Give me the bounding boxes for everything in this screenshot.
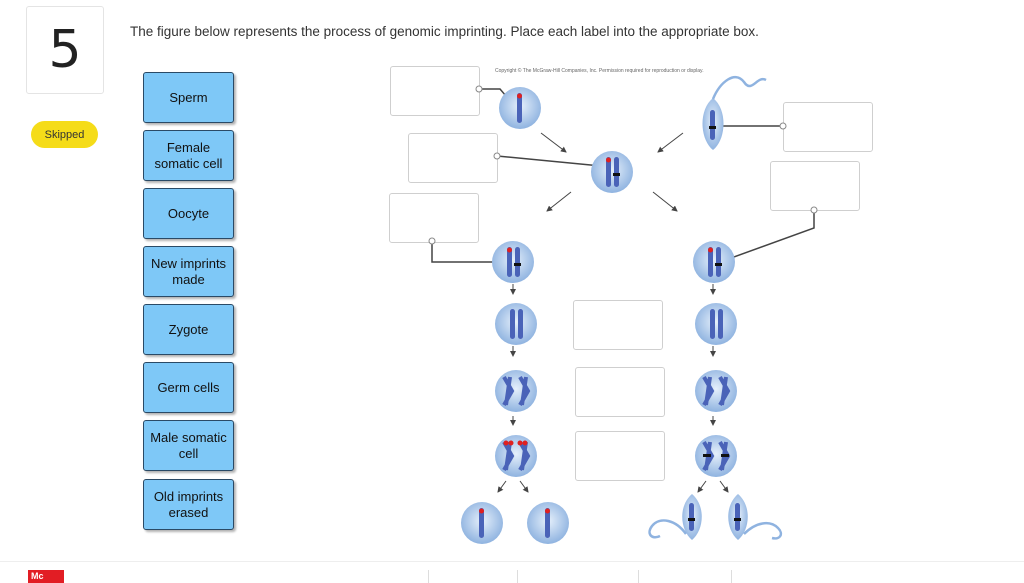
- question-instruction: The figure below represents the process …: [130, 24, 759, 39]
- female-lineage-cells: [492, 241, 537, 477]
- zygote-cell: [591, 151, 633, 193]
- footer-divider: [0, 561, 1024, 562]
- footer-nav-next[interactable]: [638, 570, 732, 583]
- drop-box-5[interactable]: [770, 161, 860, 211]
- label-sperm[interactable]: Sperm: [143, 72, 234, 123]
- male-lineage-cells: [693, 241, 737, 477]
- label-germ-cells[interactable]: Germ cells: [143, 362, 234, 413]
- label-oocyte[interactable]: Oocyte: [143, 188, 234, 239]
- question-number: 5: [26, 6, 104, 94]
- label-female-somatic-cell[interactable]: Female somatic cell: [143, 130, 234, 181]
- label-new-imprints-made[interactable]: New imprints made: [143, 246, 234, 297]
- footer-nav-page[interactable]: [517, 570, 638, 583]
- copyright-notice: Copyright © The McGraw-Hill Companies, I…: [495, 68, 704, 74]
- sperm-cell: [702, 75, 767, 150]
- label-male-somatic-cell[interactable]: Male somatic cell: [143, 420, 234, 471]
- connector-lines: [431, 88, 815, 263]
- drop-box-7[interactable]: [575, 367, 665, 417]
- drop-box-8[interactable]: [575, 431, 665, 481]
- drop-box-2[interactable]: [408, 133, 498, 183]
- label-zygote[interactable]: Zygote: [143, 304, 234, 355]
- drop-box-1[interactable]: [390, 66, 480, 116]
- gametes: [461, 494, 783, 544]
- drop-box-4[interactable]: [783, 102, 873, 152]
- mcgraw-hill-logo: Mc: [28, 570, 64, 583]
- label-old-imprints-erased[interactable]: Old imprints erased: [143, 479, 234, 530]
- process-arrows: [497, 132, 729, 493]
- drop-box-6[interactable]: [573, 300, 663, 350]
- oocyte-cell: [499, 87, 541, 129]
- footer-nav-prev[interactable]: [428, 570, 517, 583]
- status-badge: Skipped: [31, 121, 98, 148]
